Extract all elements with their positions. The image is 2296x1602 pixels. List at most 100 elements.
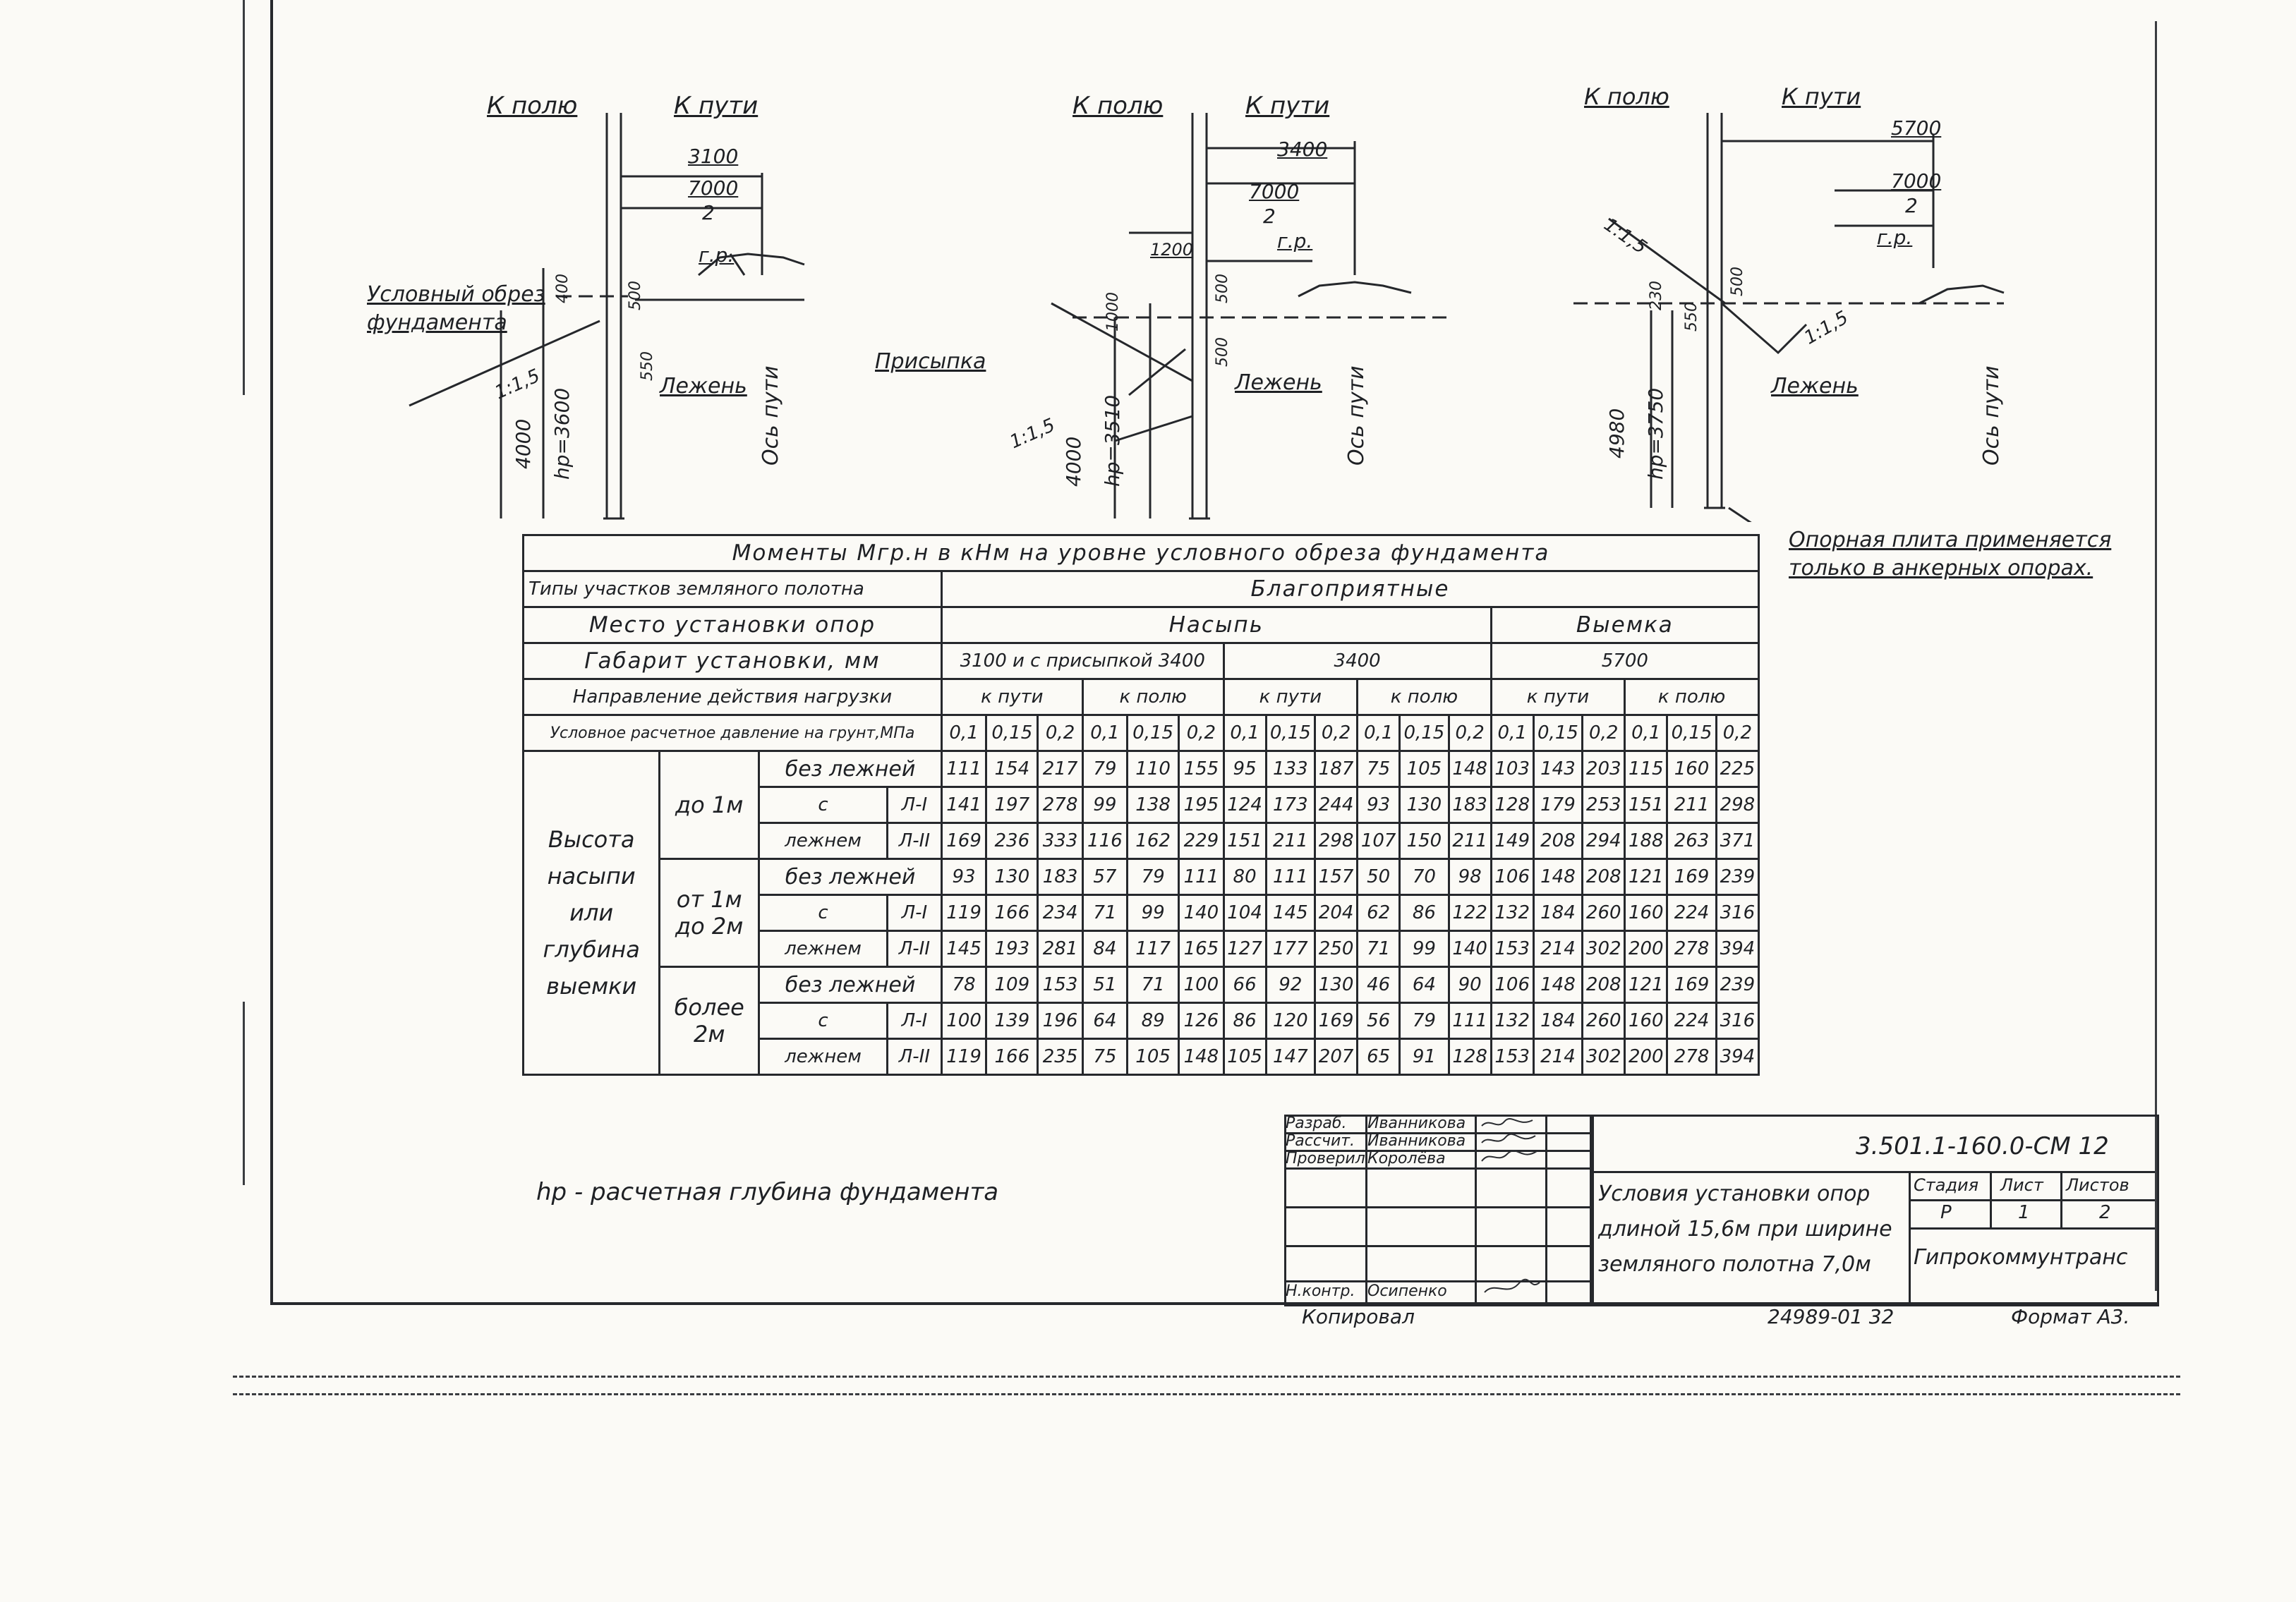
lezhen-grade-cell: Л-II (886, 822, 943, 860)
diagram-1-d500: 500 (627, 281, 644, 310)
razrab-label: Разраб. (1286, 1115, 1347, 1132)
moment-value-cell: 56 (1356, 1002, 1401, 1040)
moment-value-cell: 103 (1490, 750, 1535, 788)
moment-value-cell: 127 (1222, 930, 1267, 968)
row-label-types: Типы участков земляного полотна (522, 570, 943, 608)
moment-value-cell: 93 (1356, 786, 1401, 824)
moment-value-cell: 224 (1666, 1002, 1717, 1040)
proveril-name: Королёва (1367, 1150, 1446, 1167)
direction-cell: к полю (1356, 678, 1492, 716)
inventory-number: 24989-01 32 (1768, 1305, 1895, 1328)
moment-value-cell: 141 (940, 786, 988, 824)
moment-value-cell: 109 (985, 966, 1039, 1004)
table-title-row: Моменты Mгр.н в кНм на уровне условного … (522, 534, 1760, 572)
listov-value: 2 (2099, 1202, 2111, 1223)
moment-value-cell: 86 (1398, 894, 1450, 932)
moment-value-cell: 138 (1126, 786, 1180, 824)
stamp-cell-line (1909, 1227, 2155, 1230)
moment-value-cell: 183 (1447, 786, 1492, 824)
moment-value-cell: 187 (1314, 750, 1359, 788)
diagram-2-k-puti: К пути (1245, 92, 1330, 120)
stamp-title-line (1590, 1171, 2155, 1173)
moment-value-cell: 203 (1581, 750, 1626, 788)
moment-value-cell: 99 (1081, 786, 1129, 824)
pressure-cell: 0,1 (1356, 714, 1401, 752)
moment-value-cell: 98 (1447, 858, 1492, 896)
lezhen-type-cell: лежнем (758, 1038, 888, 1076)
moment-value-cell: 46 (1356, 966, 1401, 1004)
moment-value-cell: 143 (1532, 750, 1584, 788)
group-label-cell: до 1м (658, 750, 761, 860)
diagram-1-d400: 400 (554, 274, 572, 303)
moment-value-cell: 99 (1398, 930, 1450, 968)
list-label: Лист (2000, 1175, 2043, 1195)
moment-value-cell: 100 (1178, 966, 1225, 1004)
moment-value-cell: 165 (1178, 930, 1225, 968)
moment-value-cell: 239 (1715, 966, 1760, 1004)
row-label-gabarit: Габарит установки, мм (522, 642, 943, 680)
stamp-title-divider (1909, 1171, 1911, 1302)
diagram-1-lezhen: Лежень (660, 374, 747, 399)
moment-value-cell: 111 (1264, 858, 1317, 896)
lezhen-type-cell: с (758, 1002, 888, 1040)
diagram-2-os-puti: Ось пути (1344, 365, 1369, 466)
diagram-2-d500b: 500 (1214, 337, 1231, 367)
stamp-row-line (1284, 1245, 1590, 1247)
lezhen-grade-cell: Л-I (886, 786, 943, 824)
moment-value-cell: 195 (1178, 786, 1225, 824)
moment-value-cell: 91 (1398, 1038, 1450, 1076)
stamp-title (1590, 1115, 2159, 1306)
stadia-label: Стадия (1914, 1175, 1979, 1195)
moment-value-cell: 253 (1581, 786, 1626, 824)
moment-value-cell: 110 (1126, 750, 1180, 788)
height-label-word: или (569, 899, 614, 926)
diagram-3-d230: 230 (1648, 281, 1665, 310)
stamp-cell-line (2060, 1171, 2062, 1227)
moment-value-cell: 184 (1532, 894, 1584, 932)
sheet-title-line-3: земляного полотна 7,0м (1598, 1252, 1871, 1277)
moment-value-cell: 99 (1126, 894, 1180, 932)
moment-value-cell: 234 (1037, 894, 1084, 932)
pressure-cell: 0,2 (1037, 714, 1084, 752)
moment-value-cell: 224 (1666, 894, 1717, 932)
moment-value-cell: 207 (1314, 1038, 1359, 1076)
diagram-1-cond-cut-label: Условный обрез (367, 282, 545, 307)
moment-value-cell: 229 (1178, 822, 1225, 860)
moment-value-cell: 208 (1581, 966, 1626, 1004)
moment-value-cell: 124 (1222, 786, 1267, 824)
moment-value-cell: 217 (1037, 750, 1084, 788)
direction-cell: к пути (940, 678, 1084, 716)
diagram-1-dim-half-den: 2 (702, 201, 715, 224)
types-value: Благоприятные (940, 570, 1760, 608)
moment-value-cell: 150 (1398, 822, 1450, 860)
copier-label: Копировал (1302, 1305, 1415, 1328)
org-name: Гипрокоммунтранс (1914, 1245, 2128, 1270)
diagram-1-dim-total: 3100 (688, 145, 739, 168)
moment-value-cell: 166 (985, 1038, 1039, 1076)
moment-value-cell: 394 (1715, 1038, 1760, 1076)
pressure-cell: 0,15 (1264, 714, 1317, 752)
lezhen-type-cell: с (758, 786, 888, 824)
moment-value-cell: 130 (985, 858, 1039, 896)
moment-value-cell: 75 (1081, 1038, 1129, 1076)
moment-value-cell: 278 (1666, 1038, 1717, 1076)
gabarit-3: 5700 (1490, 642, 1760, 680)
diagram-3-dim-half-num: 7000 (1891, 169, 1942, 193)
diagram-3-lezhen: Лежень (1771, 374, 1859, 399)
moment-value-cell: 50 (1356, 858, 1401, 896)
moment-value-cell: 140 (1178, 894, 1225, 932)
diagram-1-k-polyu: К полю (487, 92, 578, 120)
table-row: Направление действия нагрузки к пути к п… (522, 678, 1760, 716)
moment-value-cell: 130 (1314, 966, 1359, 1004)
moment-value-cell: 151 (1222, 822, 1267, 860)
moments-table: Моменты Mгр.н в кНм на уровне условного … (521, 534, 1760, 1076)
moment-value-cell: 140 (1447, 930, 1492, 968)
diagram-3-d500: 500 (1729, 267, 1746, 296)
moment-value-cell: 197 (985, 786, 1039, 824)
moment-value-cell: 117 (1126, 930, 1180, 968)
